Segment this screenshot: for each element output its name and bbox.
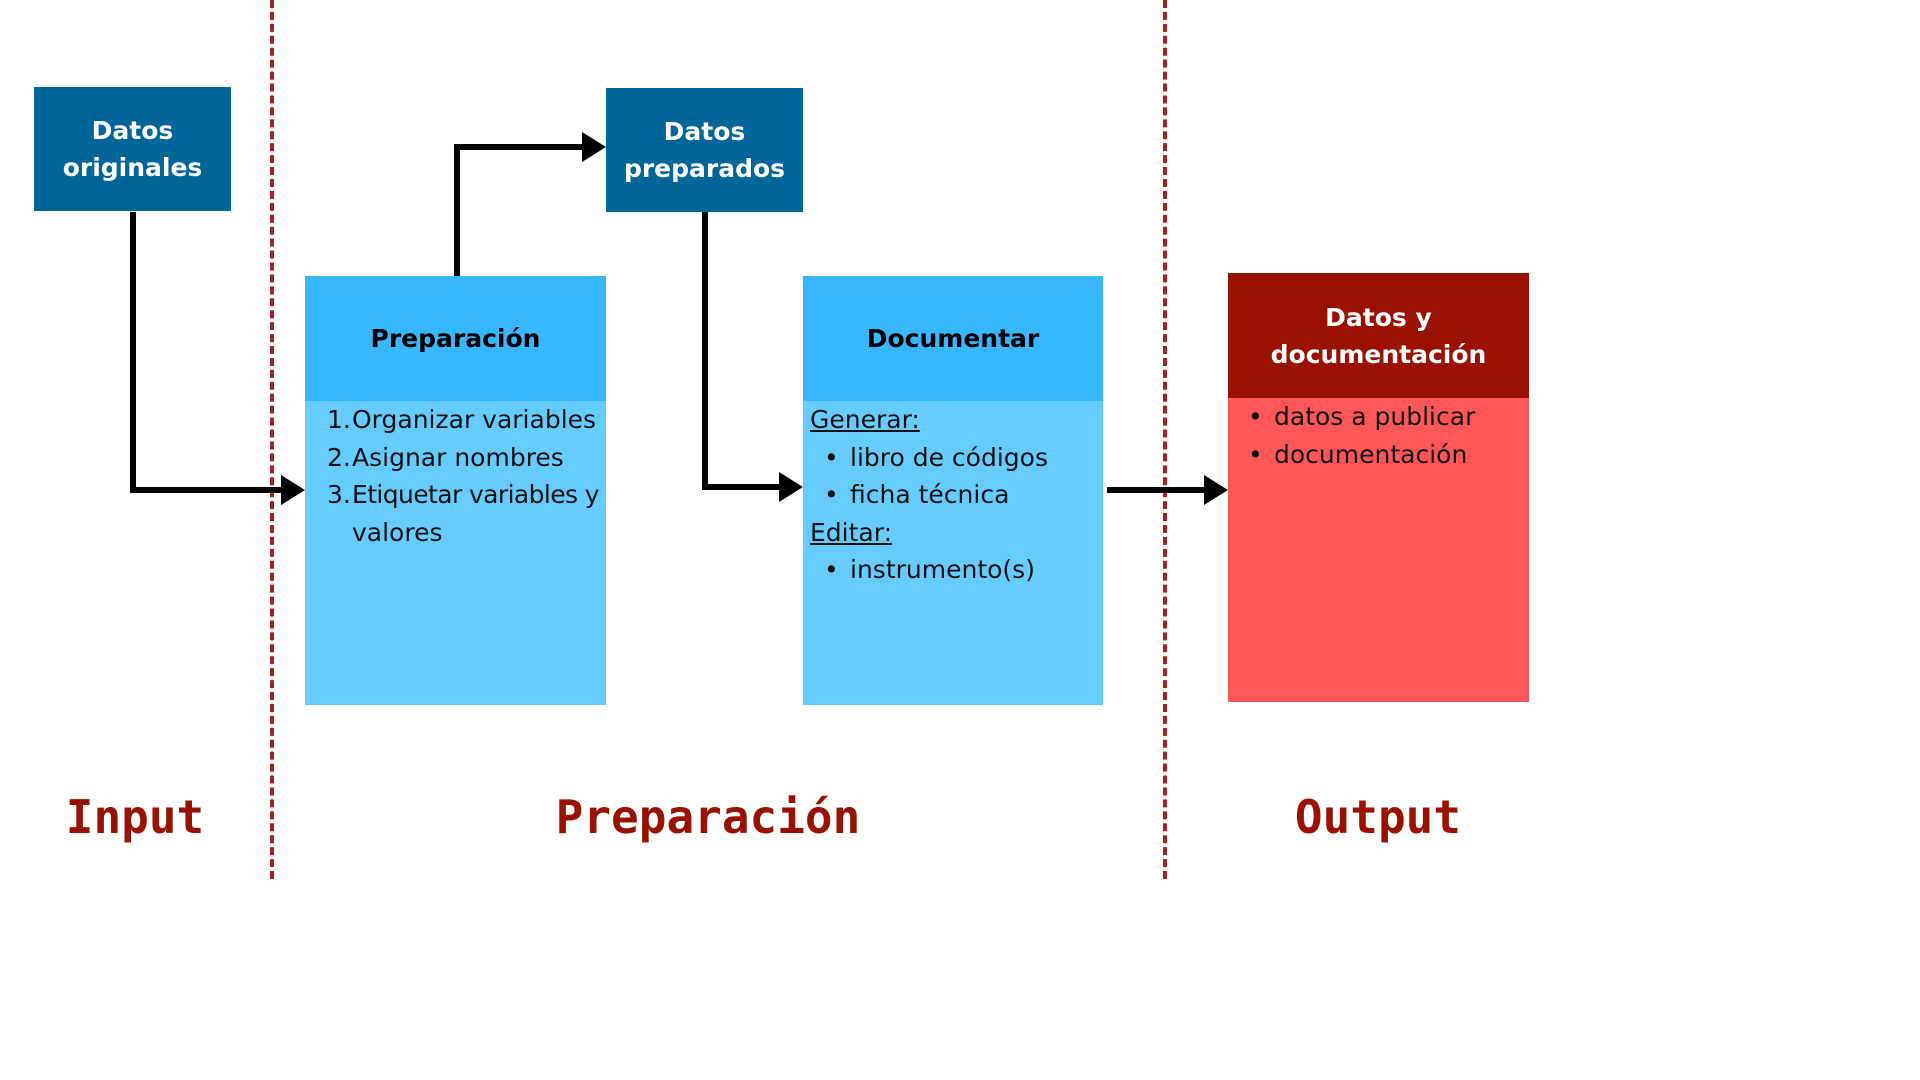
- document-title: Documentar: [866, 324, 1040, 353]
- raw-data-label: originales: [62, 153, 203, 182]
- raw-data-box: Datos originales: [34, 87, 231, 211]
- preparation-step-list: 1.Organizar variables 2.Asignar nombres …: [327, 401, 602, 551]
- raw-data-title: Datos originales: [63, 112, 203, 186]
- prepared-data-box: Datos preparados: [606, 88, 803, 212]
- step-text: Etiquetar variables y: [352, 480, 600, 509]
- step-number: 3.: [327, 480, 351, 509]
- step-text: Organizar variables: [352, 405, 597, 434]
- step-text: Asignar nombres: [352, 442, 564, 472]
- preparation-steps: 1.Organizar variables 2.Asignar nombres …: [305, 401, 606, 705]
- prepared-data-label: preparados: [623, 154, 786, 183]
- step-number: 1.: [327, 405, 351, 434]
- output-title: Datos y: [1325, 302, 1432, 332]
- generate-item: ficha técnica: [810, 476, 1103, 514]
- step-item: 1.Organizar variables: [327, 401, 602, 439]
- arrow-prepared-to-document: [702, 212, 803, 502]
- preparation-title: Preparación: [370, 324, 541, 353]
- arrow-preparation-to-prepared: [454, 132, 606, 276]
- document-content: Generar: libro de códigos ficha técnica …: [803, 401, 1103, 705]
- output-content: datos a publicar documentación: [1228, 398, 1529, 702]
- document-list: Generar: libro de códigos ficha técnica …: [803, 401, 1103, 589]
- preparation-header: Preparación: [305, 276, 606, 401]
- raw-data-label: Datos: [91, 116, 174, 145]
- step-item: 3.Etiquetar variables y: [327, 476, 602, 514]
- output-item: datos a publicar: [1248, 398, 1529, 436]
- output-title: documentación: [1270, 339, 1487, 369]
- zone-label-preparation: Preparación: [555, 790, 861, 844]
- generate-item: libro de códigos: [810, 439, 1103, 477]
- connector-arrows: [130, 132, 1228, 505]
- zone-label-input: Input: [65, 790, 205, 844]
- divider-input-preparation: [270, 0, 274, 879]
- output-item: documentación: [1248, 436, 1529, 474]
- divider-preparation-output: [1163, 0, 1167, 879]
- output-header: Datos y documentación: [1228, 273, 1529, 398]
- step-text: valores: [352, 517, 443, 547]
- arrow-raw-to-preparation: [130, 212, 305, 505]
- zone-label-output: Output: [1294, 790, 1462, 844]
- edit-label: Editar:: [810, 517, 892, 547]
- step-item: 2.Asignar nombres: [327, 439, 602, 477]
- prepared-data-label: Datos: [663, 117, 746, 146]
- edit-item: instrumento(s): [810, 551, 1103, 589]
- step-number: 2.: [327, 442, 351, 472]
- prepared-data-title: Datos preparados: [624, 113, 785, 187]
- output-list: datos a publicar documentación: [1228, 398, 1529, 473]
- document-header: Documentar: [803, 276, 1103, 401]
- output-title-block: Datos y documentación: [1271, 299, 1487, 373]
- generate-label: Generar:: [810, 405, 920, 434]
